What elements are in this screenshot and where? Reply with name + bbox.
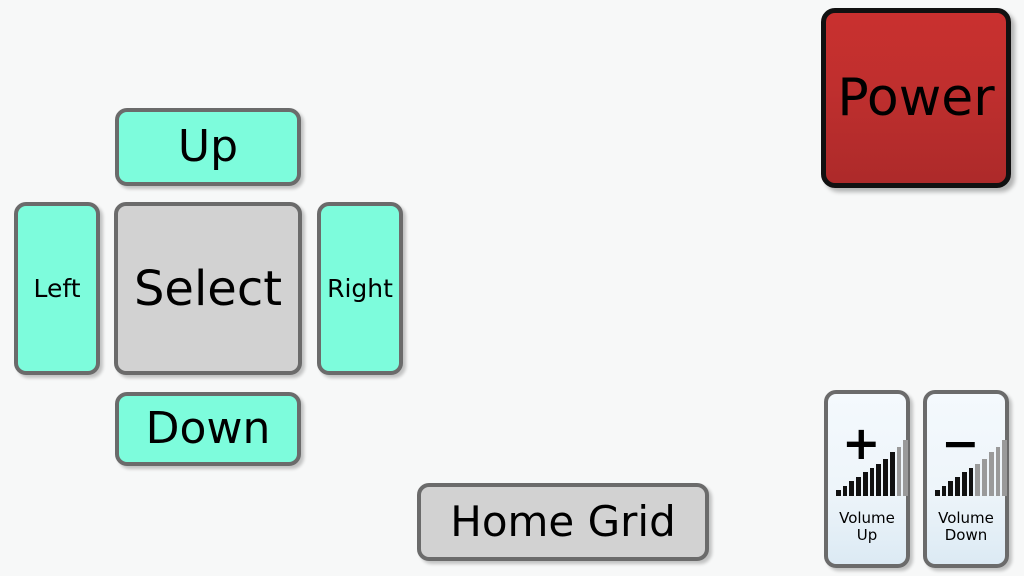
volume-bar (869, 468, 875, 496)
minus-icon: − (941, 416, 980, 470)
power-label: Power (837, 68, 995, 128)
volume-bar (955, 476, 960, 496)
volume-bar (836, 490, 841, 496)
volume-bar (896, 446, 902, 496)
volume-bars-icon (836, 440, 909, 496)
dpad-left-label: Left (33, 274, 81, 303)
volume-bar (935, 490, 940, 496)
dpad-up-label: Up (177, 121, 239, 172)
volume-bar (941, 485, 947, 496)
plus-icon: + (842, 416, 881, 470)
dpad-up-button[interactable]: Up (115, 108, 301, 186)
volume-up-label-line2: Up (856, 526, 878, 545)
volume-bar (883, 459, 888, 496)
volume-bar (982, 459, 987, 496)
dpad-right-button[interactable]: Right (317, 202, 403, 375)
dpad-down-label: Down (145, 403, 271, 454)
volume-bar (948, 481, 954, 496)
volume-up-label-line1: Volume (839, 509, 895, 527)
volume-bar (856, 476, 861, 496)
volume-up-icon: + (828, 394, 909, 506)
volume-bar (988, 452, 994, 496)
dpad-left-button[interactable]: Left (14, 202, 100, 375)
volume-bar (862, 472, 868, 496)
home-grid-label: Home Grid (450, 497, 676, 546)
volume-down-label-line1: Volume (938, 509, 994, 527)
volume-bars-icon (935, 440, 1008, 496)
volume-bar (889, 452, 895, 496)
volume-down-label-line2: Down (944, 526, 988, 545)
volume-bar (849, 481, 855, 496)
volume-bar (968, 468, 974, 496)
volume-bar (975, 463, 981, 496)
volume-down-button[interactable]: − Volume Down (923, 390, 1009, 568)
volume-bar (961, 472, 967, 496)
volume-down-icon: − (927, 394, 1008, 506)
dpad-right-label: Right (327, 274, 393, 303)
dpad-select-button[interactable]: Select (114, 202, 302, 375)
volume-bar (995, 446, 1001, 496)
volume-bar (903, 440, 909, 496)
dpad-select-label: Select (133, 260, 283, 317)
dpad-down-button[interactable]: Down (115, 392, 301, 466)
volume-bar (876, 463, 882, 496)
volume-down-label: Volume Down (927, 506, 1005, 545)
power-button[interactable]: Power (821, 8, 1011, 188)
home-grid-button[interactable]: Home Grid (417, 483, 709, 561)
volume-up-label: Volume Up (828, 506, 906, 545)
volume-bar (1002, 440, 1008, 496)
volume-bar (842, 485, 848, 496)
volume-up-button[interactable]: + Volume Up (824, 390, 910, 568)
